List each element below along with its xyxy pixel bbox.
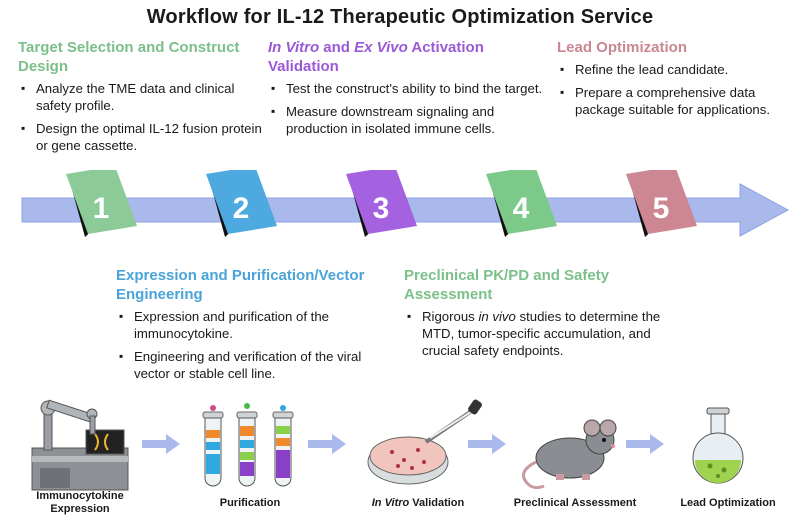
step-2-text: Expression and Purification/Vector Engin… bbox=[116, 266, 391, 388]
step-2-title: Expression and Purification/Vector Engin… bbox=[116, 267, 365, 303]
step-3-bullet-1: Test the construct's ability to bind the… bbox=[268, 80, 548, 97]
lab-robot-icon bbox=[31, 399, 129, 491]
flask-icon bbox=[692, 407, 744, 484]
label-immunocytokine-expression: Immunocytokine Expression bbox=[36, 490, 124, 515]
step-5-title: Lead Optimization bbox=[557, 39, 688, 56]
flow-arrow-4 bbox=[626, 434, 664, 454]
process-arrow: 1 2 3 4 5 bbox=[21, 170, 790, 237]
step-number-1: 1 bbox=[93, 192, 110, 225]
step-tab-1: 1 bbox=[66, 170, 137, 237]
step-4-title: Preclinical PK/PD and Safety Assessment bbox=[404, 267, 610, 303]
step-tab-3: 3 bbox=[346, 170, 417, 237]
label-preclinical-assessment: Preclinical Assessment bbox=[513, 497, 637, 509]
step-3-title: In Vitro and Ex Vivo Activation Validati… bbox=[268, 39, 484, 75]
step-tab-5: 5 bbox=[626, 170, 697, 237]
step-5-text: Lead Optimization Refine the lead candid… bbox=[557, 38, 782, 124]
step-5-bullet-2: Prepare a comprehensive data package sui… bbox=[557, 84, 782, 118]
step-3-bullet-2: Measure downstream signaling and product… bbox=[268, 103, 548, 137]
step-number-2: 2 bbox=[233, 192, 250, 225]
flow-arrow-1 bbox=[142, 434, 180, 454]
mouse-icon bbox=[522, 419, 617, 490]
label-purification: Purification bbox=[219, 497, 281, 509]
page-title: Workflow for IL-12 Therapeutic Optimizat… bbox=[146, 6, 654, 28]
label-lead-optimization: Lead Optimization bbox=[680, 497, 776, 509]
flow-arrow-3 bbox=[468, 434, 506, 454]
label-in-vitro-validation: In Vitro Validation bbox=[371, 497, 465, 509]
step-4-text: Preclinical PK/PD and Safety Assessment … bbox=[404, 266, 684, 365]
bottom-illustrations bbox=[31, 399, 744, 491]
petri-dish-icon bbox=[367, 399, 482, 485]
step-5-bullet-1: Refine the lead candidate. bbox=[557, 61, 782, 78]
step-tab-2: 2 bbox=[206, 170, 277, 237]
step-number-4: 4 bbox=[513, 192, 530, 225]
step-1-text: Target Selection and Construct Design An… bbox=[18, 38, 263, 160]
step-3-text: In Vitro and Ex Vivo Activation Validati… bbox=[268, 38, 548, 143]
step-number-5: 5 bbox=[653, 192, 670, 225]
step-1-bullet-2: Design the optimal IL-12 fusion protein … bbox=[18, 120, 263, 154]
step-4-bullet-1: Rigorous in vivo studies to determine th… bbox=[404, 308, 684, 359]
flow-arrow-2 bbox=[308, 434, 346, 454]
step-2-bullet-2: Engineering and verification of the vira… bbox=[116, 348, 391, 382]
step-1-title: Target Selection and Construct Design bbox=[18, 39, 240, 75]
step-tab-4: 4 bbox=[486, 170, 557, 237]
step-2-bullet-1: Expression and purification of the immun… bbox=[116, 308, 391, 342]
step-1-bullet-1: Analyze the TME data and clinical safety… bbox=[18, 80, 263, 114]
step-number-3: 3 bbox=[373, 192, 390, 225]
purification-tubes-icon bbox=[202, 403, 294, 487]
